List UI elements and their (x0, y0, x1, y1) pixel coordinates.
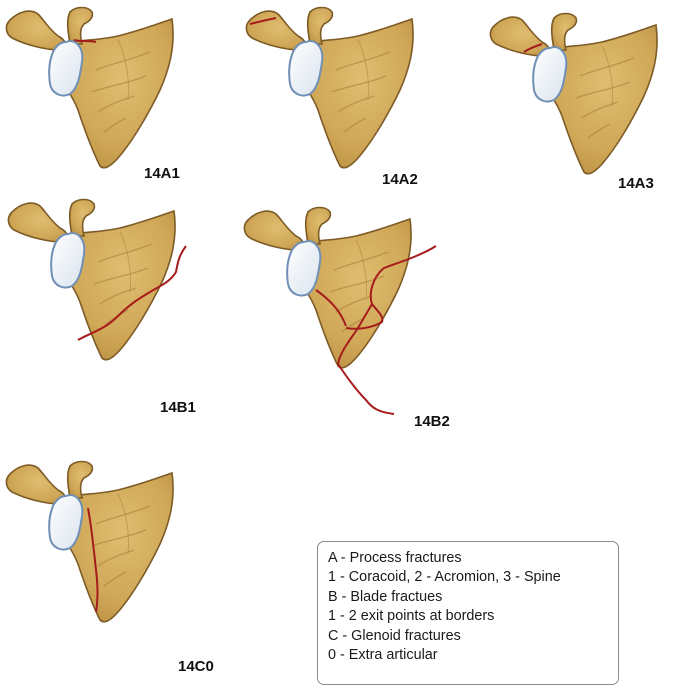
fracture-line (315, 245, 437, 415)
scapula-panel-14B1: 14B1 (7, 198, 196, 416)
scapula-panel-14B2: 14B2 (243, 206, 450, 430)
fracture-line (523, 43, 543, 53)
fracture-line (77, 245, 187, 341)
panel-label: 14A2 (382, 171, 418, 188)
scapula-panel-14A3: 14A3 (489, 12, 659, 192)
panel-label: 14A3 (618, 175, 654, 192)
fracture-line (87, 507, 99, 613)
legend: A - Process fractures 1 - Coracoid, 2 - … (317, 541, 619, 685)
legend-line-glenoid-fractures: C - Glenoid fractures (328, 627, 461, 644)
legend-line-extra-articular: 0 - Extra articular (328, 647, 438, 664)
legend-line-process-fractures: A - Process fractures (328, 550, 462, 566)
panel-label: 14C0 (178, 658, 214, 675)
panel-label: 14B1 (160, 399, 196, 416)
panel-label: 14A1 (144, 165, 180, 182)
panel-label: 14B2 (414, 413, 450, 430)
legend-line-exit-points: 1 - 2 exit points at borders (328, 608, 495, 625)
scapula-panel-14C0: 14C0 (5, 460, 214, 675)
legend-line-blade-fractures: B - Blade fractues (328, 588, 443, 605)
scapula-panel-14A1: 14A1 (5, 6, 180, 182)
scapula-panel-14A2: 14A2 (245, 6, 418, 188)
fracture-line (73, 39, 97, 43)
legend-line-process-types: 1 - Coracoid, 2 - Acromion, 3 - Spine (328, 569, 561, 586)
fracture-line (249, 17, 277, 25)
